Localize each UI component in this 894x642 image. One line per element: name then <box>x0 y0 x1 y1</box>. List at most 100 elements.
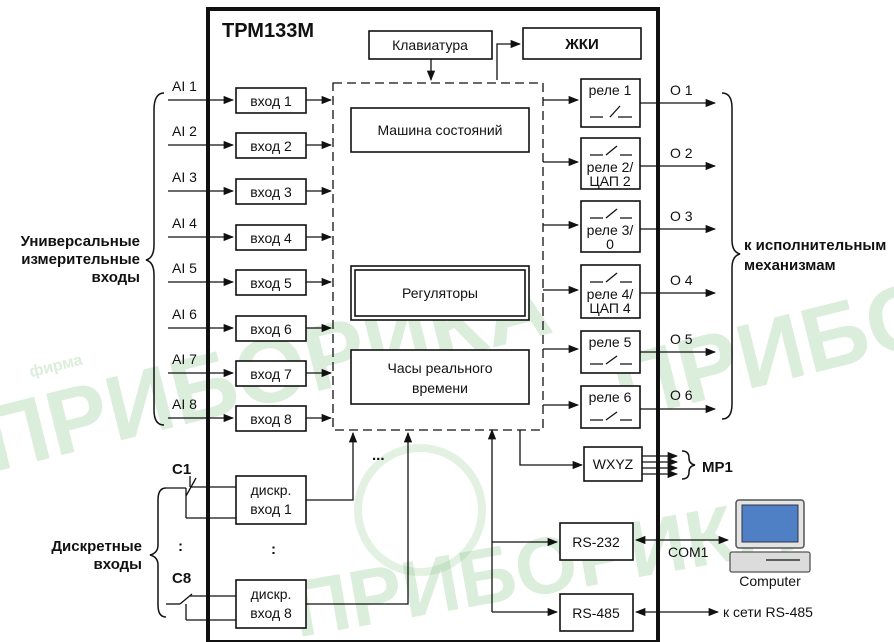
output-label: O 5 <box>670 331 693 347</box>
display-label: ЖКИ <box>564 36 599 53</box>
relay-box <box>580 385 641 429</box>
universal-label-line2: измерительные <box>21 251 140 268</box>
clock-label-line1: Часы реального <box>388 360 493 376</box>
relay-contact-icon <box>590 145 632 156</box>
relay-box <box>580 200 641 253</box>
discrete-c1-label: С1 <box>172 461 191 478</box>
output-label: O 3 <box>670 208 693 224</box>
output-3: реле 3/ 0 O 3 <box>543 200 717 253</box>
com1-label: COM1 <box>668 544 709 560</box>
clock-label-line2: времени <box>412 380 468 396</box>
discrete-8-to-core-arrow <box>306 431 413 605</box>
relay-box <box>580 137 641 190</box>
clock-box <box>350 349 530 405</box>
actuators-label-line2: механизмам <box>744 257 836 274</box>
discrete-dots-left: : <box>178 538 183 555</box>
relay-contact-icon <box>590 208 632 219</box>
core-to-display-arrow <box>496 39 522 80</box>
relay-box <box>580 264 641 319</box>
analog-signal-label: AI 4 <box>172 215 197 231</box>
discrete-label-line1: Дискретные <box>51 538 142 555</box>
analog-input-label: вход 4 <box>250 230 292 246</box>
relay-contact-icon <box>590 355 632 365</box>
relay-label-line1: реле 5 <box>589 334 632 350</box>
relay-contact-icon <box>590 411 632 421</box>
keyboard-label: Клавиатура <box>392 37 468 53</box>
computer-label: Computer <box>739 573 801 589</box>
analog-signal-label: AI 8 <box>172 396 197 412</box>
analog-input-box <box>235 315 307 342</box>
computer-screen-icon <box>741 504 799 543</box>
discrete-input-1: дискр. вход 1 <box>235 475 307 525</box>
analog-input-1: AI 1 вход 1 <box>168 78 333 114</box>
watermark-circle <box>354 444 486 576</box>
discrete-input-label-line1: дискр. <box>251 586 292 602</box>
universal-inputs-brace <box>145 92 165 426</box>
network-label: к сети RS-485 <box>723 604 813 620</box>
device-frame <box>206 7 660 642</box>
discrete-input-label-line1: дискр. <box>251 482 292 498</box>
mr1-label: МР1 <box>702 459 733 476</box>
analog-input-label: вход 1 <box>250 93 292 109</box>
relay-label-line2: ЦАП 4 <box>589 300 630 316</box>
relay-label-line1: реле 4/ <box>587 286 634 302</box>
relay-contact-icon <box>590 105 632 118</box>
relay-label-line1: реле 1 <box>589 82 632 98</box>
universal-label-line1: Универсальные <box>21 233 140 250</box>
computer-base-icon <box>729 551 811 573</box>
analog-input-box <box>235 360 307 387</box>
relay-label-line1: реле 6 <box>589 389 632 405</box>
keyboard-box <box>368 30 493 60</box>
relay-label-line1: реле 2/ <box>587 159 634 175</box>
analog-signal-label: AI 1 <box>172 78 197 94</box>
analog-input-8: AI 8 вход 8 <box>168 396 333 432</box>
output-label: O 1 <box>670 82 693 98</box>
analog-input-label: вход 7 <box>250 366 292 382</box>
discrete-label-line2: входы <box>94 556 143 573</box>
discrete-input-box <box>235 579 307 629</box>
device-title: ТРМ133М <box>222 20 314 42</box>
analog-input-box <box>235 224 307 251</box>
mr1-brace <box>681 450 696 480</box>
output-4: реле 4/ ЦАП 4 O 4 <box>543 264 717 319</box>
regulators-label: Регуляторы <box>402 285 478 301</box>
relay-label-line2: ЦАП 2 <box>589 173 630 189</box>
output-2: реле 2/ ЦАП 2 O 2 <box>543 137 717 190</box>
analog-input-label: вход 5 <box>250 275 292 291</box>
wxyz-box <box>583 446 643 482</box>
analog-input-box <box>235 178 307 205</box>
analog-input-3: AI 3 вход 3 <box>168 169 333 205</box>
core-dashed-box <box>332 82 544 431</box>
universal-label-line3: входы <box>92 269 141 286</box>
output-label: O 6 <box>670 387 693 403</box>
actuators-label-line1: к исполнительным <box>744 237 886 254</box>
discrete-1-to-core-arrow <box>306 431 358 501</box>
discrete-inputs-brace <box>149 487 167 618</box>
analog-signal-label: AI 5 <box>172 260 197 276</box>
computer-icon <box>729 499 811 573</box>
state-machine-box <box>350 107 530 153</box>
discrete-dots-mid: : <box>271 541 276 558</box>
rs485-box <box>559 593 634 632</box>
analog-input-2: AI 2 вход 2 <box>168 123 333 159</box>
analog-signal-label: AI 7 <box>172 351 197 367</box>
relay-contact-icon <box>590 272 632 283</box>
analog-input-5: AI 5 вход 5 <box>168 260 333 296</box>
analog-input-label: вход 3 <box>250 184 292 200</box>
analog-input-label: вход 8 <box>250 411 292 427</box>
analog-input-box <box>235 405 307 432</box>
relay-label-line2: 0 <box>606 236 614 252</box>
actuators-brace <box>721 92 741 420</box>
analog-input-6: AI 6 вход 6 <box>168 306 333 342</box>
discrete-input-label-line2: вход 8 <box>250 605 292 621</box>
wxyz-label: WXYZ <box>593 456 634 472</box>
relay-label-line1: реле 3/ <box>587 222 634 238</box>
analog-signal-label: AI 2 <box>172 123 197 139</box>
discrete-c8-label: С8 <box>172 570 191 587</box>
state-machine-label: Машина состояний <box>377 122 502 138</box>
output-6: реле 6 O 6 <box>543 385 717 429</box>
discrete-input-box <box>235 475 307 525</box>
regulators-inner-box <box>354 269 526 317</box>
analog-input-box <box>235 87 307 114</box>
